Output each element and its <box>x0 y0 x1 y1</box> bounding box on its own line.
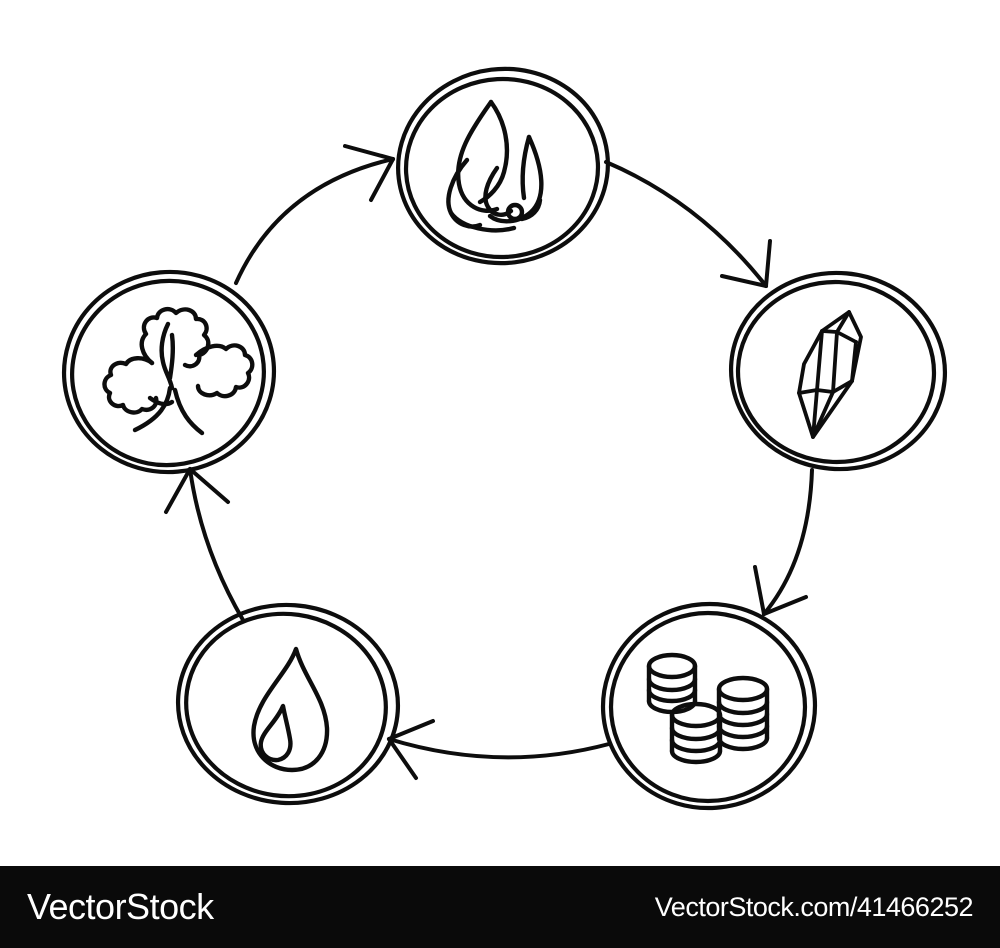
arrow-plant-to-fire <box>234 144 395 285</box>
node-crystal-circle <box>728 270 948 472</box>
node-water-circle <box>175 602 401 806</box>
arrow-crystal-to-coins <box>753 468 814 616</box>
crystal-icon <box>797 310 863 439</box>
node-coins-circle <box>600 601 818 811</box>
arrow-coins-to-water <box>387 719 611 780</box>
coins-icon <box>646 652 770 765</box>
tree-leaf-icon <box>102 306 255 436</box>
arrow-water-to-plant <box>164 467 245 622</box>
vectorstock-logo-text: VectorStock <box>27 886 214 927</box>
watermark-bar: VectorStock VectorStock.com/41466252 <box>0 866 1000 948</box>
vectorstock-credit-text: VectorStock.com/41466252 <box>654 891 974 922</box>
node-plant-circle <box>61 269 277 475</box>
arrow-fire-to-crystal <box>604 160 772 288</box>
node-fire-circle <box>396 66 610 266</box>
fire-icon <box>446 99 544 233</box>
water-drop-icon <box>251 646 330 773</box>
